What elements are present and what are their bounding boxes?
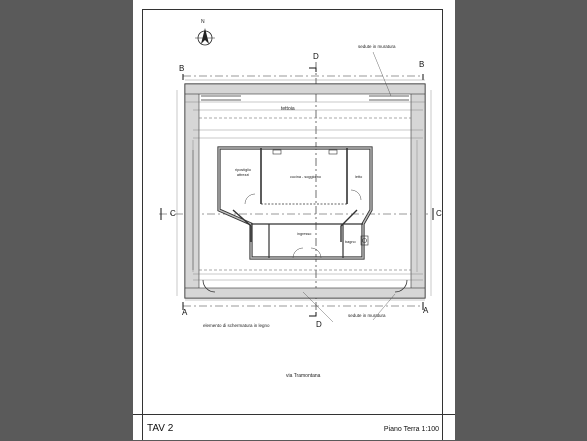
north-arrow-icon bbox=[195, 28, 215, 46]
section-mark-b-left: B bbox=[179, 64, 185, 73]
dimension-lines bbox=[176, 79, 432, 301]
house-walls bbox=[217, 146, 373, 260]
label-seating-bottom: sedute in muratura bbox=[348, 313, 386, 318]
fixtures bbox=[272, 149, 369, 246]
drawing-sheet: B B A A C C D D N sedute in muratura sed… bbox=[133, 0, 455, 440]
label-seating-top: sedute in muratura bbox=[358, 44, 396, 49]
sheet-title: TAV 2 bbox=[147, 423, 174, 434]
label-bedroom: letto bbox=[355, 175, 363, 179]
title-block: TAV 2 Piano Terra 1:100 bbox=[133, 414, 455, 441]
section-mark-a-right: A bbox=[423, 306, 429, 315]
label-shading-element: elemento di schermatura in legno bbox=[203, 323, 270, 328]
section-mark-b-right: B bbox=[419, 60, 425, 69]
label-canopy: tettoia bbox=[281, 106, 295, 112]
section-mark-c-right: C bbox=[436, 209, 442, 218]
pergola-outline bbox=[184, 83, 426, 299]
north-label: N bbox=[201, 19, 205, 25]
sheet-scale: Piano Terra 1:100 bbox=[383, 426, 439, 433]
floor-plan bbox=[159, 28, 434, 323]
label-storage: ripostiglio attrezzi bbox=[234, 168, 252, 177]
label-kitchen: cucina - soggiorno bbox=[290, 175, 322, 179]
section-mark-d-bottom: D bbox=[316, 320, 322, 329]
label-entry: ingresso bbox=[297, 232, 312, 236]
section-mark-a-left: A bbox=[182, 308, 188, 317]
drawing-frame bbox=[142, 9, 443, 440]
door-swings bbox=[244, 189, 362, 259]
section-mark-c-left: C bbox=[170, 209, 176, 218]
benches bbox=[192, 95, 409, 293]
section-mark-d-top: D bbox=[313, 52, 319, 61]
label-bath: bagno bbox=[345, 240, 356, 244]
street-name: via Tramontana bbox=[286, 373, 321, 379]
